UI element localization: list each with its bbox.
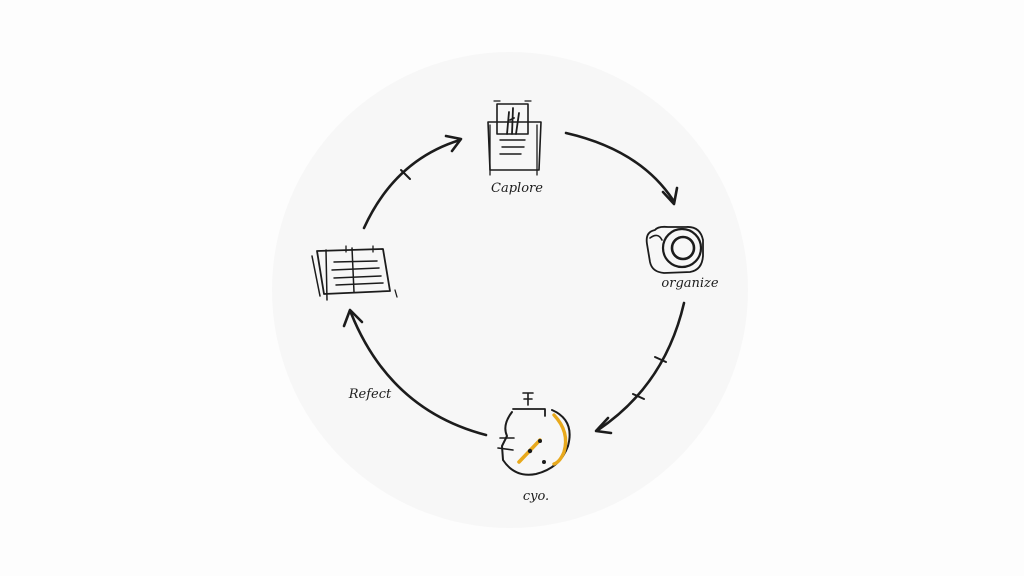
document-tray-icon [487, 100, 542, 176]
camera-lens-icon [645, 225, 704, 274]
node-organize: organize [645, 225, 719, 291]
node-do: cyo. [497, 392, 571, 504]
node-reflect: Refect [311, 245, 398, 402]
notebook-icon [311, 245, 398, 301]
arrow-organize-to-do [594, 301, 686, 435]
pressure-cooker-icon [497, 392, 571, 476]
arrow-reflect-to-capture [362, 134, 463, 230]
node-capture: Caplore [487, 100, 543, 196]
node-reflect-label: Refect [348, 387, 392, 402]
node-organize-label: organize [661, 276, 718, 291]
arrow-do-to-reflect [342, 308, 488, 437]
node-capture-label: Caplore [491, 181, 543, 196]
background-circle [272, 52, 748, 528]
arrow-capture-to-organize [564, 131, 679, 206]
node-do-label: cyo. [523, 489, 549, 504]
